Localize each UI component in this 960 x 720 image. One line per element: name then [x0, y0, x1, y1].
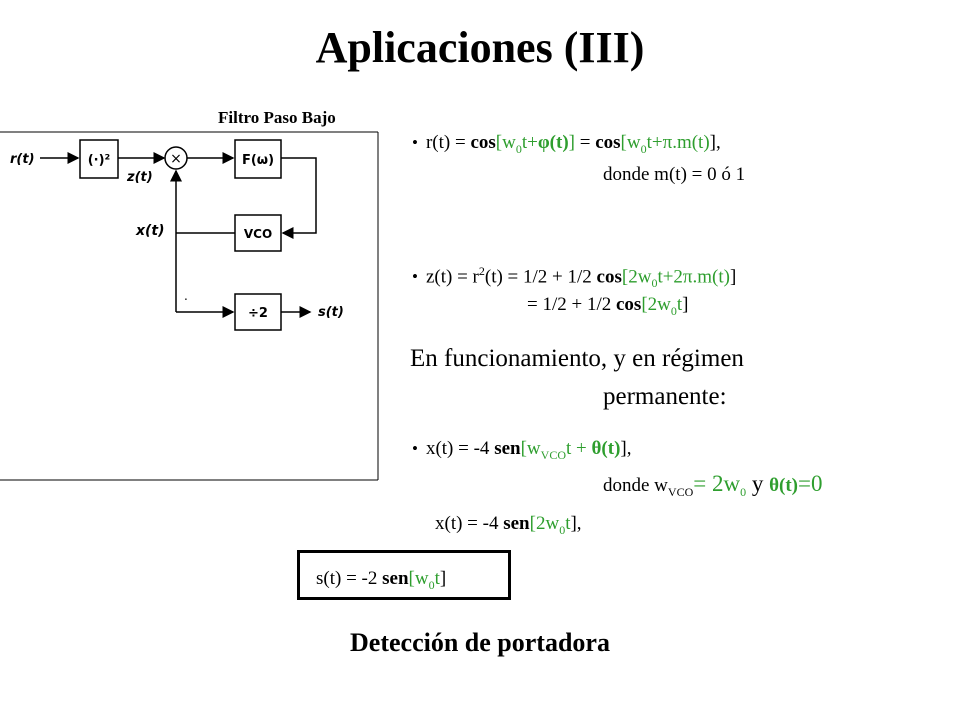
- signal-label-input: r(t): [10, 152, 35, 167]
- equation-x: •x(t) = -4 sen[wVCOt + θ(t)],: [412, 438, 632, 462]
- result-equation: s(t) = -2 sen[w0t]: [316, 568, 447, 592]
- divider-block: [234, 293, 282, 331]
- equation-r: •r(t) = cos[w0t+φ(t)] = cos[w0t+π.m(t)],: [412, 132, 721, 156]
- signal-label-output: s(t): [318, 305, 344, 320]
- result-box: s(t) = -2 sen[w0t]: [297, 550, 511, 600]
- equation-x-cont: donde wVCO= 2w0 y θ(t)=0: [603, 471, 823, 499]
- signal-label-squared: z(t): [126, 170, 153, 185]
- vco-block: [234, 214, 282, 252]
- squarer-block: [79, 139, 119, 179]
- diagram-marker-dot: .: [184, 289, 188, 303]
- filter-label: F(ω): [242, 153, 274, 168]
- equation-z-cont: = 1/2 + 1/2 cos[2w0t]: [527, 294, 689, 318]
- multiplier-symbol: ×: [170, 151, 182, 167]
- filter-block: [234, 139, 282, 179]
- block-diagram: r(t) (·)² z(t) × F(ω) VCO x(t) . ÷2 s(t): [0, 131, 379, 481]
- signal-label-vco: x(t): [135, 223, 165, 239]
- wire-filter-vco: [281, 157, 317, 239]
- filter-caption: Filtro Paso Bajo: [218, 108, 336, 127]
- bottom-caption: Detección de portadora: [350, 628, 610, 657]
- paragraph-line-2: permanente:: [603, 383, 727, 410]
- bullet-icon: •: [412, 439, 418, 458]
- paragraph-line-1: En funcionamiento, y en régimen: [410, 345, 744, 372]
- squarer-label: (·)²: [88, 153, 111, 168]
- vco-label: VCO: [244, 227, 272, 241]
- page-title: Aplicaciones (III): [315, 23, 645, 72]
- bullet-icon: •: [412, 267, 418, 287]
- bullet-icon: •: [412, 133, 418, 152]
- equation-x-final: x(t) = -4 sen[2w0t],: [435, 513, 582, 537]
- divider-label: ÷2: [248, 306, 268, 321]
- equation-r-cont: donde m(t) = 0 ó 1: [603, 164, 746, 185]
- equation-z: •z(t) = r2(t) = 1/2 + 1/2 cos[2w0t+2π.m(…: [412, 264, 737, 291]
